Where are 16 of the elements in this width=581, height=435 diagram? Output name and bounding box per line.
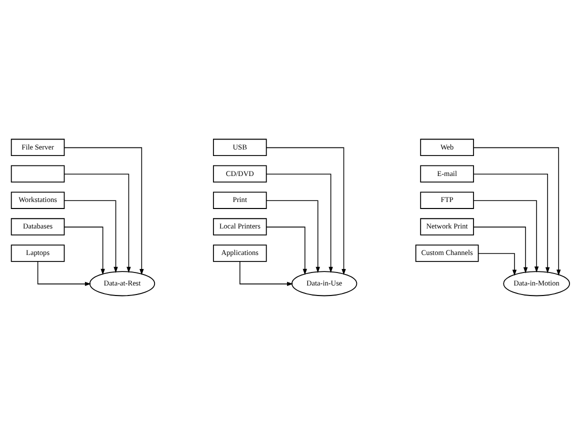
arrow bbox=[473, 200, 539, 273]
node-box bbox=[10, 165, 65, 182]
arrow bbox=[473, 226, 528, 274]
arrow bbox=[473, 174, 550, 274]
arrow bbox=[64, 200, 118, 273]
arrow bbox=[266, 200, 320, 273]
arrow bbox=[240, 261, 294, 286]
arrow bbox=[64, 147, 144, 276]
arrow bbox=[266, 226, 308, 275]
arrow bbox=[266, 174, 333, 273]
arrow bbox=[64, 226, 105, 275]
arrow bbox=[37, 261, 92, 286]
arrow bbox=[473, 147, 561, 276]
arrow bbox=[478, 253, 517, 276]
arrow bbox=[64, 174, 131, 273]
arrow bbox=[266, 147, 346, 276]
